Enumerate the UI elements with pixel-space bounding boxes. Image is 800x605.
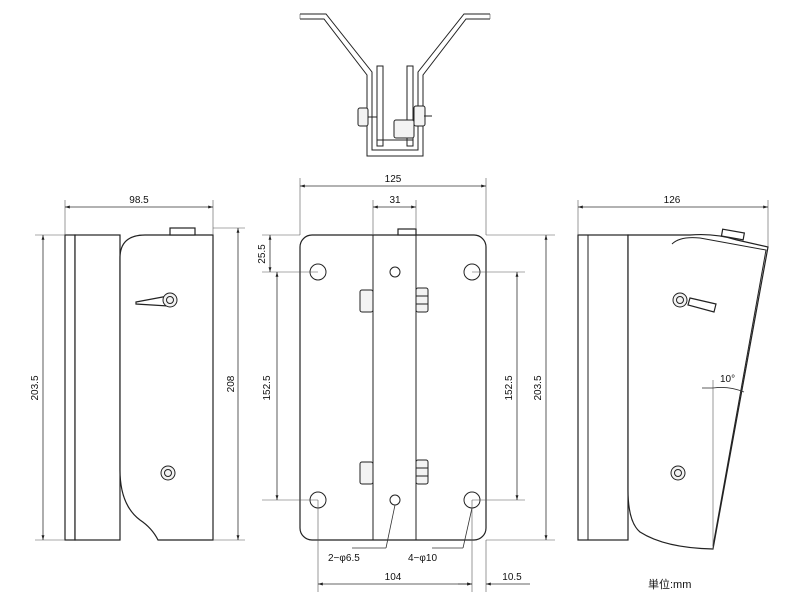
knob-right (393, 119, 415, 139)
front-hole-pitch-left-dim-label: 152.5 (262, 375, 273, 400)
front-center-width-dim-label: 31 (389, 195, 401, 206)
knob-bolt-upper-right (672, 292, 688, 308)
right-angle-dim-label: 10° (720, 374, 735, 385)
right-width-dim-label: 126 (664, 195, 681, 206)
front-view-dimensions (262, 178, 555, 592)
front-bolt-lower (415, 459, 429, 485)
front-width-dim-label: 125 (385, 174, 402, 185)
left-height-dim-label: 203.5 (30, 375, 41, 400)
front-edge-offset-dim-label: 10.5 (502, 572, 522, 583)
left-side-view (64, 227, 214, 541)
front-top-offset-dim-label: 25.5 (257, 244, 268, 264)
right-view-dimensions (577, 200, 769, 549)
large-hole-callout: 4−φ10 (408, 553, 437, 564)
knob-bolt-lower-left (160, 465, 176, 481)
left-overall-height-dim-label: 208 (226, 375, 237, 392)
right-side-view (577, 228, 769, 550)
front-hole-pitch-right-dim-label: 152.5 (504, 375, 515, 400)
bolt-head-left (357, 107, 369, 127)
small-hole-upper (389, 266, 401, 278)
knob-bolt-upper-left (162, 292, 178, 308)
left-view-dimensions (35, 200, 245, 541)
front-bolt-upper (415, 287, 429, 313)
knob-bolt-lower-right (670, 465, 686, 481)
front-view (299, 228, 487, 541)
bolt-head-right (413, 105, 426, 127)
left-width-dim-label: 98.5 (129, 195, 149, 206)
small-hole-lower (389, 494, 401, 506)
units-label: 単位:mm (648, 577, 691, 591)
front-height-dim-label: 203.5 (533, 375, 544, 400)
small-hole-callout: 2−φ6.5 (328, 553, 360, 564)
top-view-bracket (299, 13, 491, 157)
front-bottom-width-dim-label: 104 (385, 572, 402, 583)
